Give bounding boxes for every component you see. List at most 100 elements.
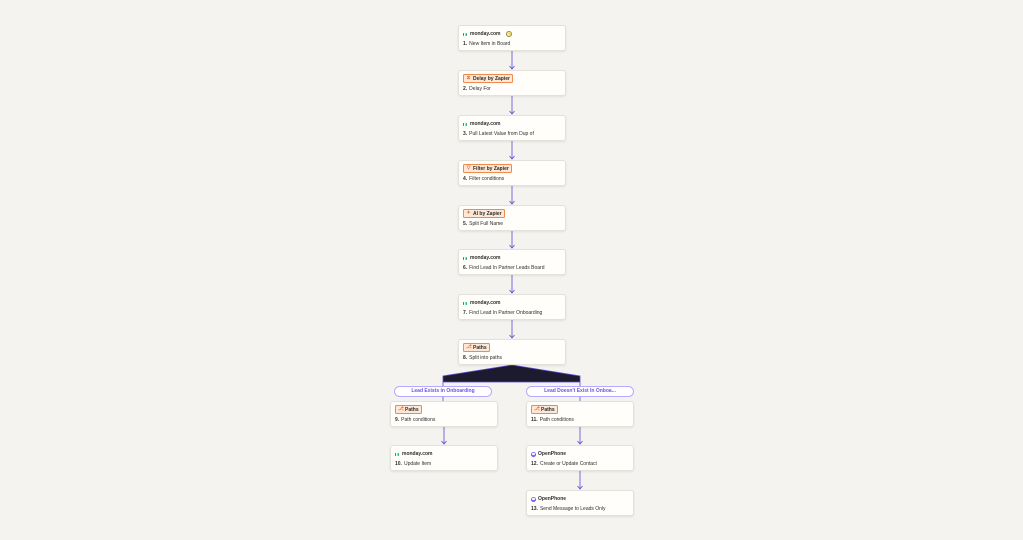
step-app-label: monday.com (463, 120, 500, 128)
step-title: 13.Send Message to Leads Only (531, 506, 606, 512)
step-title: 7.Find Lead In Partner Onboarding (463, 310, 542, 316)
step-app-label: ⧖Delay by Zapier (463, 74, 513, 83)
step-app-name: OpenPhone (538, 496, 567, 502)
step-number: 10. (395, 461, 402, 467)
step-title-text: Delay For (469, 86, 491, 92)
step-title: 10.Update Item (395, 461, 431, 467)
step-number: 9. (395, 417, 400, 423)
step-title-text: Filter conditions (469, 176, 505, 182)
step-app-label: ☎OpenPhone (531, 450, 566, 458)
step-card-9[interactable]: ⎇Paths 9.Path conditions (390, 401, 498, 427)
step-title-text: Split into paths (469, 355, 502, 361)
connector-arrow-icon (577, 485, 583, 490)
step-number: 1. (463, 41, 468, 47)
step-app-name: monday.com (470, 31, 501, 37)
step-title: 1.New Item in Board (463, 41, 510, 47)
paths-icon: ⎇ (534, 406, 540, 412)
monday-icon (463, 122, 468, 126)
step-app-name: monday.com (470, 121, 501, 127)
step-number: 5. (463, 221, 468, 227)
step-app-name: monday.com (470, 255, 501, 261)
step-app-label: ✦AI by Zapier (463, 209, 505, 218)
step-card-13[interactable]: ☎OpenPhone 13.Send Message to Leads Only (526, 490, 634, 516)
step-title: 6.Find Lead In Partner Leads Board (463, 265, 545, 271)
step-number: 4. (463, 176, 468, 182)
step-app-name: Filter by Zapier (473, 165, 509, 172)
filter-icon: ▽ (466, 165, 471, 171)
openphone-icon: ☎ (531, 496, 536, 502)
step-number: 11. (531, 417, 538, 423)
delay-icon: ⧖ (466, 75, 471, 81)
step-title-text: New Item in Board (469, 41, 511, 47)
monday-icon (463, 32, 468, 36)
step-number: 3. (463, 131, 468, 137)
step-number: 8. (463, 355, 468, 361)
connector-arrow-icon (509, 155, 515, 160)
connector-arrow-icon (509, 289, 515, 294)
connector-arrow-icon (441, 440, 447, 445)
step-app-name: OpenPhone (538, 451, 567, 457)
step-title: 2.Delay For (463, 86, 491, 92)
connector-arrow-icon (509, 244, 515, 249)
step-app-name: Paths (473, 344, 487, 351)
path-label-lead-exists[interactable]: Lead Exists in Onboarding (394, 386, 492, 397)
step-title: 9.Path conditions (395, 417, 435, 423)
step-card-8[interactable]: ⎇Paths 8.Split into paths (458, 339, 566, 365)
step-title-text: Pull Latest Value from Dup of (469, 131, 534, 137)
path-label-lead-doesnt-exist[interactable]: Lead Doesn't Exist In Onboa... (526, 386, 634, 397)
step-title-text: Find Lead In Partner Onboarding (469, 310, 543, 316)
connector-arrow-icon (509, 65, 515, 70)
connector-arrow-icon (509, 200, 515, 205)
connector-arrow-icon (509, 334, 515, 339)
step-title-text: Path conditions (401, 417, 436, 423)
step-app-label: ☎OpenPhone (531, 495, 566, 503)
step-title-text: Split Full Name (469, 221, 504, 227)
connector-arrow-icon (509, 110, 515, 115)
step-card-4[interactable]: ▽Filter by Zapier 4.Filter conditions (458, 160, 566, 186)
path-split-connector (442, 364, 581, 383)
step-number: 6. (463, 265, 468, 271)
step-app-name: Paths (405, 406, 419, 413)
ai-icon: ✦ (466, 210, 471, 216)
connector-arrow-icon (577, 440, 583, 445)
step-app-label: ▽Filter by Zapier (463, 164, 512, 173)
step-number: 7. (463, 310, 468, 316)
step-title: 4.Filter conditions (463, 176, 504, 182)
step-app-label: monday.com (463, 254, 500, 262)
paths-icon: ⎇ (466, 344, 472, 350)
step-title-text: Find Lead In Partner Leads Board (469, 265, 545, 271)
step-app-name: Paths (541, 406, 555, 413)
step-title-text: Create or Update Contact (539, 461, 597, 467)
step-title: 12.Create or Update Contact (531, 461, 597, 467)
step-card-11[interactable]: ⎇Paths 11.Path conditions (526, 401, 634, 427)
paths-icon: ⎇ (398, 406, 404, 412)
step-number: 12. (531, 461, 538, 467)
step-app-label: monday.com (395, 450, 432, 458)
step-app-name: monday.com (470, 300, 501, 306)
step-title: 5.Split Full Name (463, 221, 503, 227)
step-card-2[interactable]: ⧖Delay by Zapier 2.Delay For (458, 70, 566, 96)
step-card-5[interactable]: ✦AI by Zapier 5.Split Full Name (458, 205, 566, 231)
step-app-name: Delay by Zapier (473, 75, 510, 82)
step-card-1[interactable]: monday.com⚡1.New Item in Board (458, 25, 566, 51)
monday-icon (463, 301, 468, 305)
step-number: 13. (531, 506, 538, 512)
step-app-label: ⎇Paths (463, 343, 490, 352)
step-app-name: AI by Zapier (473, 210, 502, 217)
step-card-10[interactable]: monday.com 10.Update Item (390, 445, 498, 471)
step-title: 3.Pull Latest Value from Dup of (463, 131, 534, 137)
monday-icon (395, 452, 400, 456)
step-app-label: ⎇Paths (531, 405, 558, 414)
step-title: 11.Path conditions (531, 417, 574, 423)
step-title: 8.Split into paths (463, 355, 502, 361)
step-app-name: monday.com (402, 451, 433, 457)
step-app-label: monday.com (463, 299, 500, 307)
monday-icon (463, 256, 468, 260)
openphone-icon: ☎ (531, 451, 536, 457)
